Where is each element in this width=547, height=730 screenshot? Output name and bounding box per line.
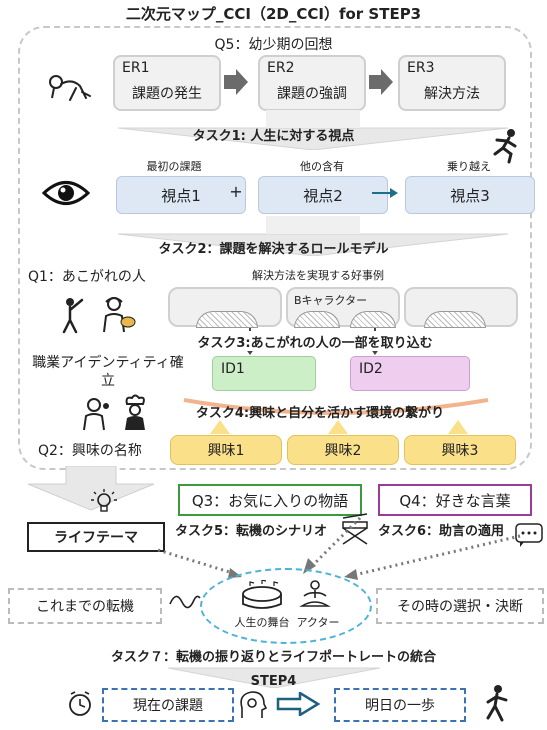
task1-label: タスク1: 人生に対する視点	[192, 129, 355, 144]
q1-label: Q1：あこがれの人	[28, 269, 146, 285]
stadium-icon	[242, 580, 282, 609]
er2-label: ER2	[267, 60, 295, 76]
down-funnel-arrow	[168, 667, 380, 688]
viewpoint3-caption: 乗り越え	[447, 160, 491, 173]
id1-box: ID1	[212, 356, 316, 391]
interest1-box: 興味1	[170, 435, 282, 465]
task4-label: タスク4:興味と自分を活かす環境の繋がり	[195, 406, 445, 421]
baby-icon	[49, 75, 91, 101]
viewpoint1-box: 視点1	[116, 176, 246, 214]
meditation-icon	[299, 580, 331, 607]
interest3-box: 興味3	[404, 435, 516, 465]
task7-label: タスク７：転機の振り返りとライフポートレートの統合	[110, 650, 436, 665]
er1-text: 課題の発生	[132, 86, 202, 102]
baseball-icon	[62, 298, 84, 334]
task5-label: タスク5：転機のシナリオ	[175, 524, 328, 539]
stage-label: 人生の舞台	[234, 616, 290, 629]
arrow-right-icon	[276, 692, 320, 716]
chef-icon	[125, 394, 145, 430]
lightbulb-icon	[91, 489, 117, 512]
runner-icon	[493, 129, 517, 164]
stage-ellipse	[200, 568, 372, 644]
up-arrows	[210, 420, 468, 434]
task2-label: タスク2：課題を解決するロールモデル	[158, 242, 389, 257]
viewpoint2-caption: 他の含有	[300, 160, 344, 173]
viewpoint3-box: 視点3	[405, 176, 535, 214]
viewpoint1-caption: 最初の課題	[146, 160, 202, 173]
id2-label: ID2	[359, 361, 383, 377]
task3-label: タスク3:あこがれの人の一部を取り込む	[160, 332, 470, 351]
page-title: 二次元マップ_CCI（2D_CCI）for STEP3	[125, 5, 422, 23]
singer-icon	[83, 398, 109, 431]
speech-bubble-icon	[515, 523, 543, 547]
id2-box: ID2	[350, 356, 470, 391]
life-theme-box: ライフテーマ	[27, 522, 165, 552]
clock-icon	[69, 691, 91, 716]
id1-label: ID1	[221, 361, 245, 377]
arrow-right-icon	[372, 188, 398, 198]
walking-man-icon	[486, 685, 508, 722]
down-arrow	[27, 466, 155, 511]
choice-box: その時の選択・決断	[376, 588, 544, 624]
arrow-right-icon	[224, 69, 248, 95]
role-caption: 解決方法を実現する好事例	[252, 269, 384, 282]
plus-sign: +	[229, 182, 243, 201]
hatched-dome	[424, 311, 486, 328]
b-character-label: Bキャラクター	[294, 294, 368, 307]
er1-label: ER1	[122, 60, 150, 76]
turning-points-box: これまでの転機	[8, 588, 162, 624]
q3-box: Q3：お気に入りの物語	[178, 484, 362, 516]
task6-label: タスク6：助言の適用	[378, 524, 505, 539]
er2-box: ER2 課題の強調	[258, 55, 366, 111]
dotted-arrows	[157, 516, 521, 580]
viewpoint2-box: 視点2	[258, 176, 388, 214]
next-step-box: 明日の一歩	[334, 688, 466, 722]
arrow-right-icon	[369, 69, 393, 95]
er1-box: ER1 課題の発生	[113, 55, 221, 111]
down-funnel-arrow	[118, 216, 508, 256]
er3-text: 解決方法	[424, 86, 480, 102]
eye-icon	[42, 181, 90, 205]
current-issue-box: 現在の課題	[102, 688, 234, 722]
er2-text: 課題の強調	[277, 86, 347, 102]
er3-box: ER3 解決方法	[398, 55, 506, 111]
actor-label: アクター	[296, 616, 340, 629]
painter-icon	[103, 297, 136, 333]
q4-box: Q4：好きな言葉	[378, 484, 532, 516]
down-funnel-arrow	[118, 110, 508, 150]
wave-icon	[169, 595, 201, 609]
identity-label: 職業アイデンティティ確立	[32, 355, 184, 389]
head-gear-icon	[240, 691, 268, 718]
main-dashed-region	[18, 26, 532, 470]
step4-label: STEP4	[250, 674, 297, 689]
er3-label: ER3	[407, 60, 435, 76]
task4-arc	[183, 398, 489, 415]
interest2-box: 興味2	[287, 435, 399, 465]
q5-label: Q5：幼少期の回想	[214, 37, 333, 53]
q2-label: Q2：興味の名称	[38, 443, 142, 459]
